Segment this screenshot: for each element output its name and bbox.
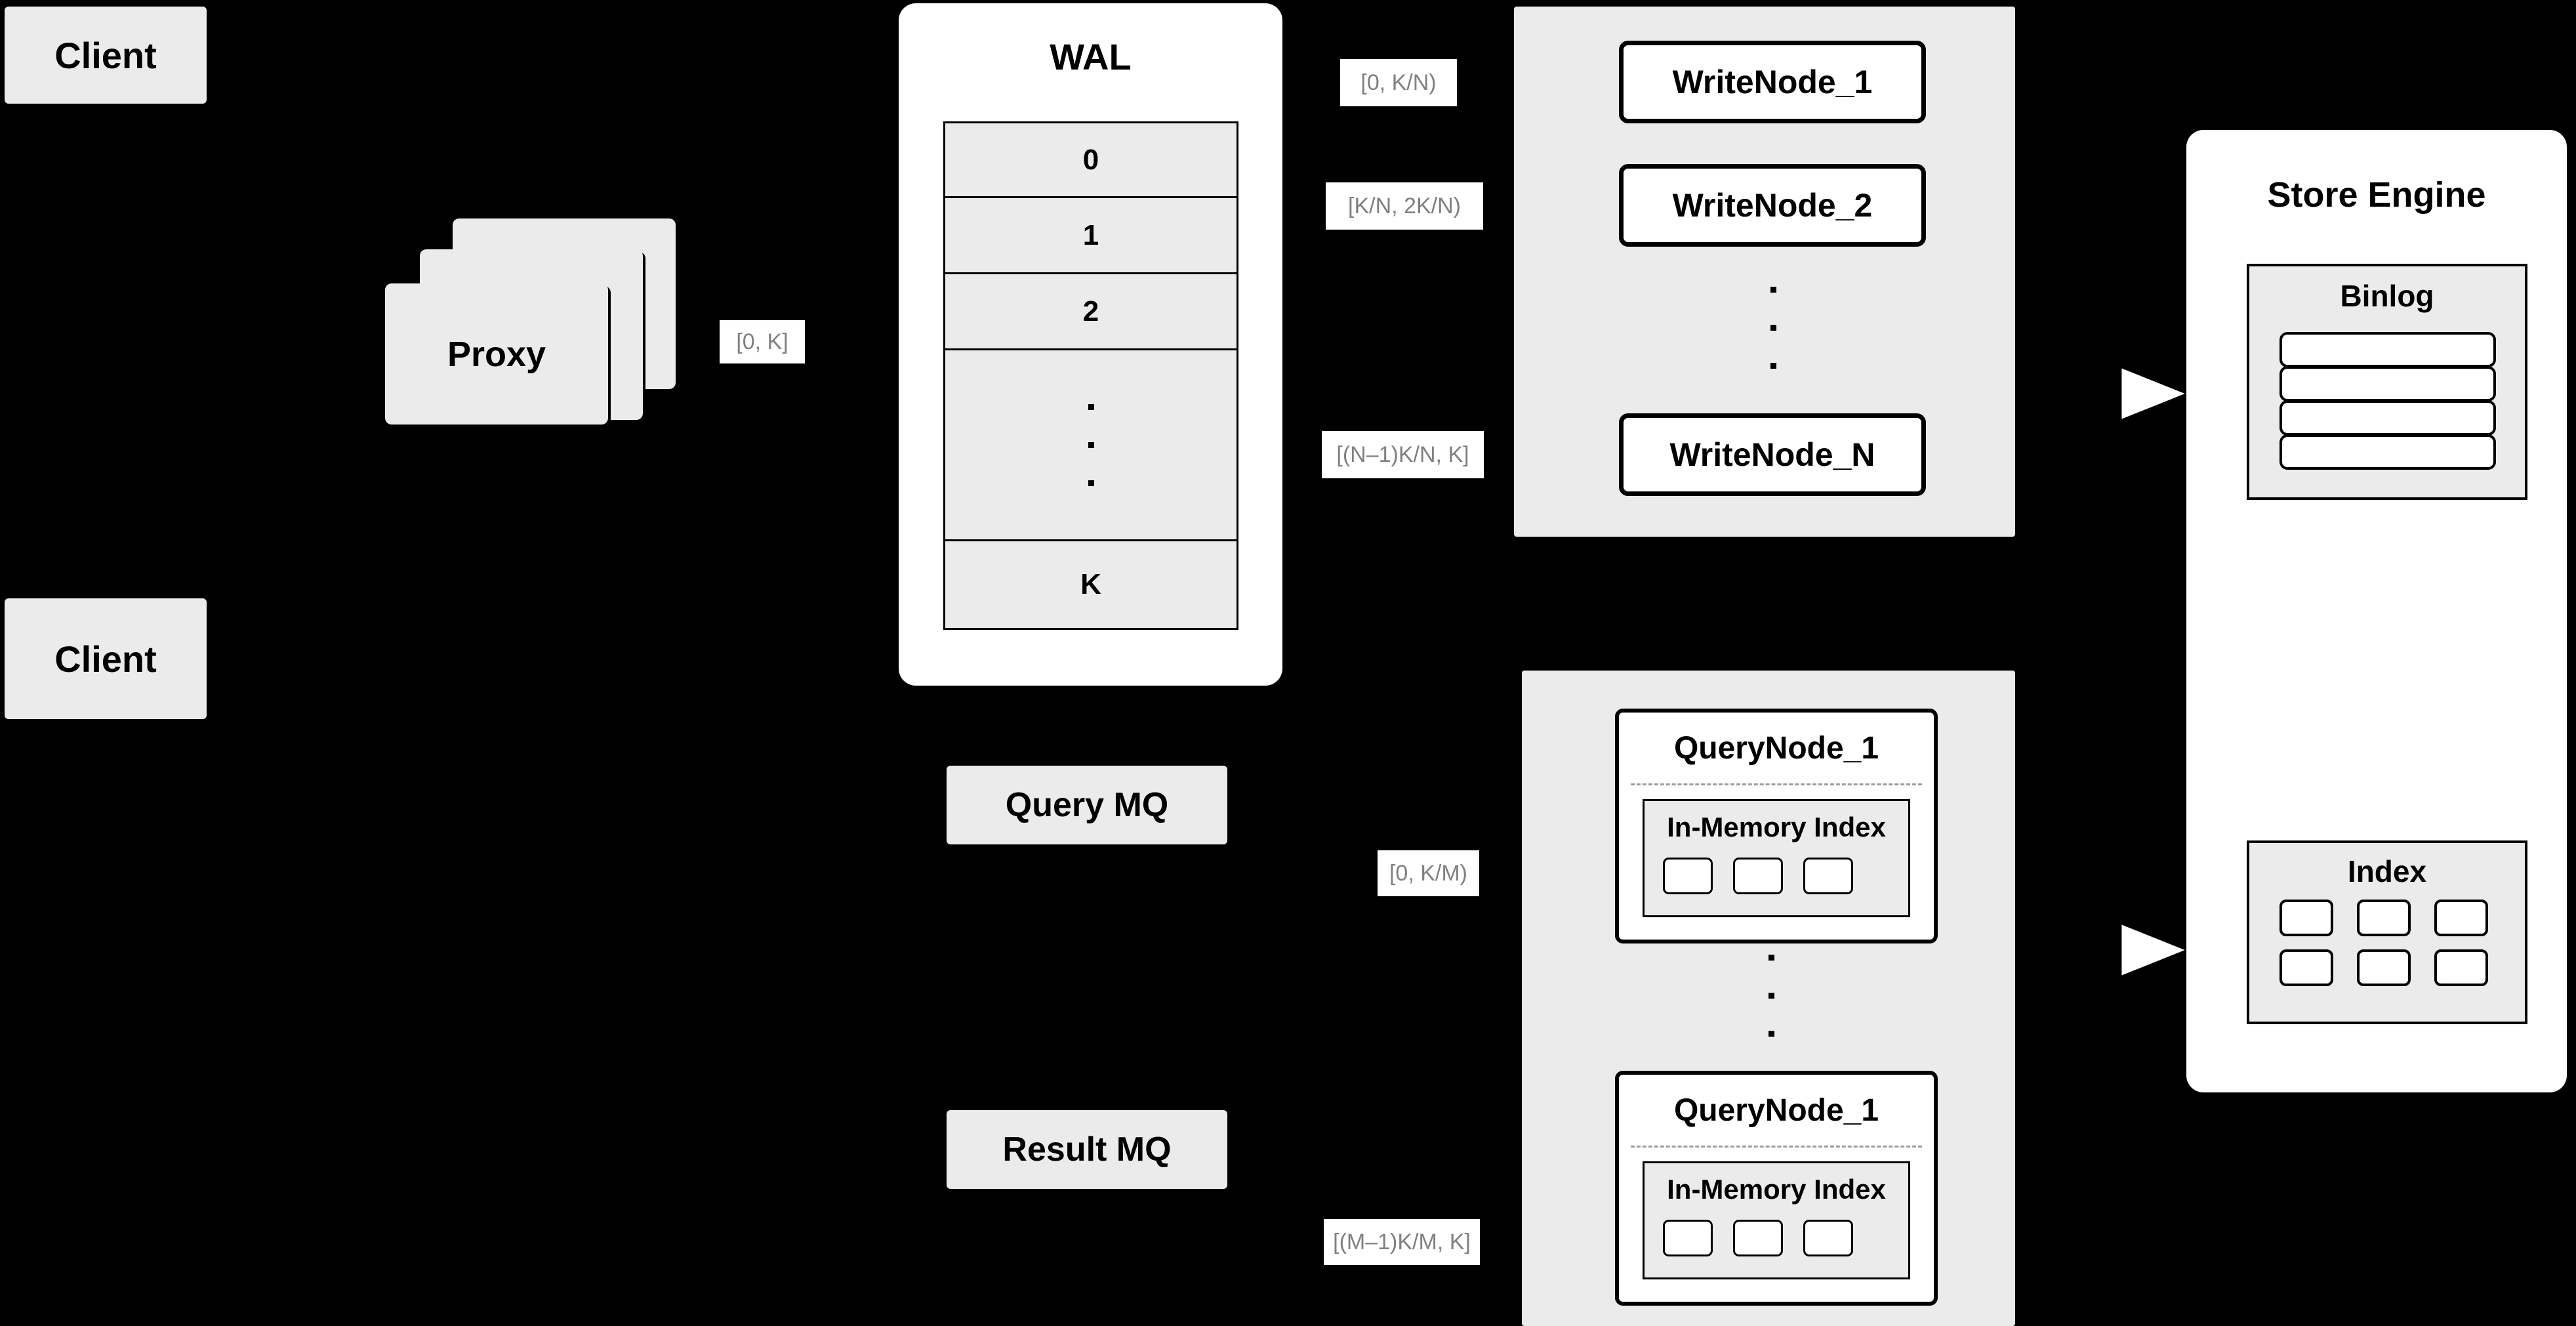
- client-node-1-label: Client: [54, 34, 157, 76]
- query-node-m-inmemory-index: In-Memory Index: [1643, 1161, 1910, 1279]
- index-panel-title-text: Index: [2347, 854, 2427, 888]
- store-engine-title: Store Engine: [2186, 171, 2567, 219]
- range-label-writenode-2-text: [K/N, 2K/N): [1348, 193, 1461, 218]
- index-panel-cell[interactable]: [2434, 949, 2488, 986]
- index-panel-cell[interactable]: [2280, 949, 2333, 986]
- dot-icon: [1088, 480, 1094, 486]
- binlog-title-text: Binlog: [2340, 279, 2434, 313]
- proxy-node[interactable]: Proxy: [385, 283, 608, 425]
- binlog-row[interactable]: [2280, 332, 2496, 367]
- index-cell[interactable]: [1733, 858, 1783, 894]
- dot-icon: [1770, 325, 1776, 331]
- range-label-writenode-1: [0, K/N): [1340, 59, 1457, 106]
- binlog-panel: Binlog: [2247, 264, 2527, 500]
- index-panel-cell[interactable]: [2357, 949, 2411, 986]
- wal-row-list: 0 1 2 K: [943, 121, 1238, 630]
- index-cell[interactable]: [1663, 1220, 1713, 1256]
- binlog-row[interactable]: [2280, 434, 2496, 470]
- range-label-querynode-1: [0, K/M): [1378, 850, 1479, 896]
- range-label-querynode-1-text: [0, K/M): [1389, 860, 1468, 886]
- index-panel: Index: [2247, 840, 2527, 1024]
- client-node-1[interactable]: Client: [5, 7, 207, 104]
- index-panel-cell[interactable]: [2280, 900, 2333, 936]
- wal-row-label: 2: [1082, 295, 1099, 327]
- result-mq-node[interactable]: Result MQ: [947, 1110, 1227, 1189]
- wal-row-label: 0: [1082, 143, 1099, 176]
- range-label-writenode-1-text: [0, K/N): [1360, 70, 1437, 95]
- query-node-1-title-text: QueryNode_1: [1673, 730, 1879, 766]
- dot-icon: [1088, 404, 1094, 410]
- range-label-querynode-m: [(M–1)K/M, K]: [1324, 1219, 1480, 1265]
- wal-row-label: K: [1080, 568, 1101, 600]
- index-panel-cell[interactable]: [2434, 900, 2488, 936]
- wal-title-text: WAL: [1050, 35, 1132, 77]
- wal-row[interactable]: K: [945, 541, 1237, 628]
- range-label-writenode-2: [K/N, 2K/N): [1326, 182, 1483, 230]
- store-engine-container: Store Engine Binlog Index: [2186, 130, 2567, 1092]
- dot-icon: [1770, 287, 1776, 293]
- write-node-1[interactable]: WriteNode_1: [1619, 41, 1926, 123]
- index-cell[interactable]: [1803, 858, 1853, 894]
- range-label-proxy-to-wal: [0, K]: [720, 320, 805, 363]
- binlog-title: Binlog: [2249, 276, 2525, 316]
- wal-row-ellipsis: [945, 350, 1237, 541]
- write-node-n[interactable]: WriteNode_N: [1619, 413, 1926, 496]
- dot-icon: [1088, 442, 1094, 448]
- store-engine-title-text: Store Engine: [2267, 175, 2486, 215]
- write-node-1-label: WriteNode_1: [1672, 64, 1873, 100]
- binlog-row[interactable]: [2280, 400, 2496, 436]
- wal-row[interactable]: 0: [945, 123, 1237, 198]
- client-node-2[interactable]: Client: [5, 598, 207, 719]
- range-label-proxy-to-wal-text: [0, K]: [736, 329, 788, 354]
- client-node-2-label: Client: [54, 638, 157, 680]
- query-node-1-index-title-text: In-Memory Index: [1667, 812, 1886, 842]
- result-mq-label: Result MQ: [1002, 1130, 1172, 1169]
- index-panel-title: Index: [2249, 851, 2525, 892]
- query-node-1[interactable]: QueryNode_1 In-Memory Index: [1615, 709, 1938, 943]
- query-node-vertical-ellipsis-icon: [1767, 955, 1775, 1037]
- dot-icon: [1768, 1031, 1774, 1037]
- index-cell[interactable]: [1663, 858, 1713, 894]
- write-node-2[interactable]: WriteNode_2: [1619, 164, 1926, 247]
- query-node-1-divider: [1631, 783, 1922, 785]
- query-node-m-title: QueryNode_1: [1619, 1089, 1934, 1131]
- index-cell[interactable]: [1803, 1220, 1853, 1256]
- write-node-n-label: WriteNode_N: [1669, 436, 1875, 473]
- dot-icon: [1770, 363, 1776, 369]
- query-node-1-title: QueryNode_1: [1619, 727, 1934, 769]
- proxy-node-label: Proxy: [447, 334, 546, 374]
- query-node-m[interactable]: QueryNode_1 In-Memory Index: [1615, 1071, 1938, 1306]
- query-mq-node[interactable]: Query MQ: [947, 766, 1227, 844]
- wal-title: WAL: [899, 33, 1282, 79]
- index-cell[interactable]: [1733, 1220, 1783, 1256]
- dot-icon: [1768, 955, 1774, 961]
- index-panel-cell[interactable]: [2357, 900, 2411, 936]
- query-node-m-title-text: QueryNode_1: [1673, 1092, 1879, 1128]
- wal-row[interactable]: 2: [945, 274, 1237, 350]
- query-node-1-inmemory-index: In-Memory Index: [1643, 799, 1910, 917]
- binlog-row[interactable]: [2280, 366, 2496, 402]
- range-label-querynode-m-text: [(M–1)K/M, K]: [1333, 1229, 1471, 1254]
- range-label-writenode-n-text: [(N–1)K/N, K]: [1336, 442, 1469, 467]
- wal-vertical-ellipsis-icon: [1088, 404, 1094, 486]
- query-node-1-index-title: In-Memory Index: [1645, 810, 1908, 844]
- wal-row[interactable]: 1: [945, 198, 1237, 274]
- wal-container: WAL 0 1 2 K: [899, 3, 1282, 686]
- query-node-m-index-title-text: In-Memory Index: [1667, 1174, 1886, 1205]
- wal-row-label: 1: [1082, 218, 1099, 251]
- range-label-writenode-n: [(N–1)K/N, K]: [1322, 431, 1484, 478]
- query-node-m-index-title: In-Memory Index: [1645, 1172, 1908, 1207]
- dot-icon: [1768, 993, 1774, 999]
- write-node-2-label: WriteNode_2: [1672, 187, 1873, 224]
- query-node-m-divider: [1631, 1146, 1922, 1148]
- write-node-vertical-ellipsis-icon: [1769, 287, 1777, 369]
- query-mq-label: Query MQ: [1005, 786, 1169, 824]
